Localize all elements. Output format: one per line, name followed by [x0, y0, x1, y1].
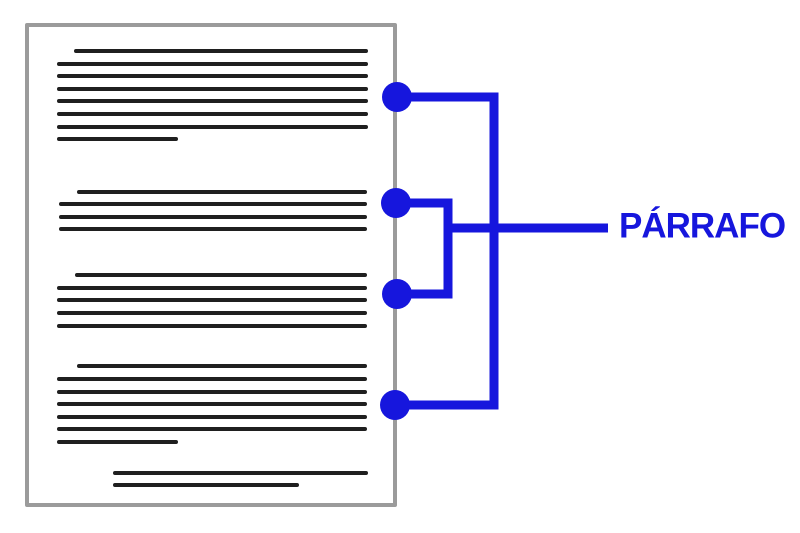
text-line [57, 427, 367, 431]
text-line [57, 390, 367, 394]
document-page [25, 23, 397, 507]
text-line [57, 99, 368, 103]
parrafo-label: PÁRRAFO [619, 206, 786, 246]
text-line [57, 377, 367, 381]
text-line [74, 49, 368, 53]
text-line [59, 202, 367, 206]
text-line [57, 137, 178, 141]
text-line [57, 440, 178, 444]
text-line [77, 364, 367, 368]
text-line [59, 215, 367, 219]
connector-line [396, 198, 453, 299]
text-line [57, 324, 367, 328]
text-line [59, 227, 367, 231]
text-line [57, 125, 368, 129]
text-line [57, 62, 368, 66]
text-line [75, 273, 367, 277]
text-line [113, 471, 368, 475]
text-line [57, 415, 367, 419]
text-line [57, 87, 368, 91]
text-line [57, 74, 368, 78]
connector-line [395, 92, 499, 410]
text-line [57, 311, 367, 315]
text-line [113, 483, 299, 487]
text-line [57, 112, 368, 116]
text-line [57, 298, 367, 302]
text-line [57, 286, 367, 290]
text-line [77, 190, 367, 194]
text-line [57, 402, 367, 406]
